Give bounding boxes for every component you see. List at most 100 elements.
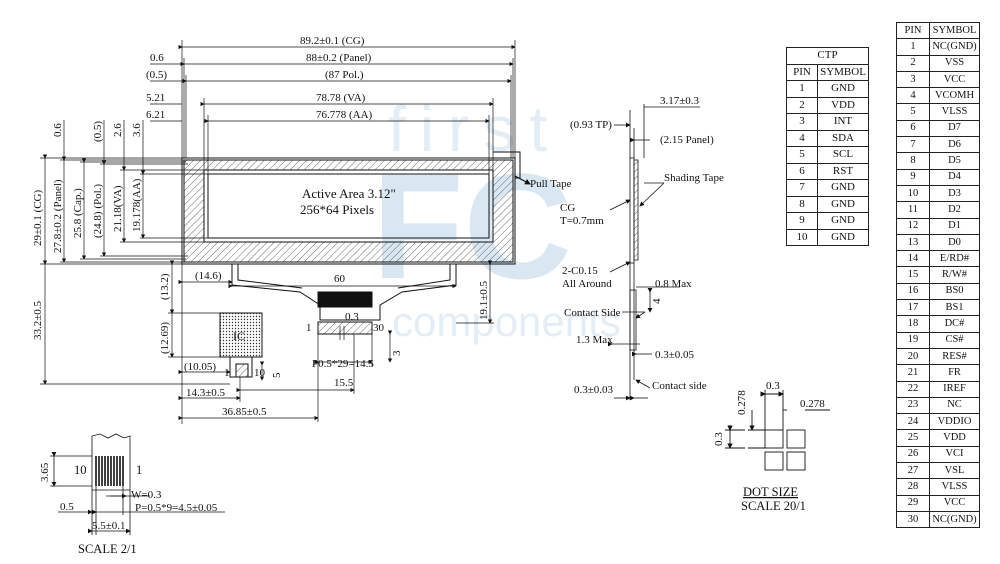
bottom-dimension-lines (178, 260, 494, 424)
fpc-dim-3-65: 3.65 (39, 462, 51, 482)
fpc-detail-texts: 3.65 10 1 W=0.3 P=0.5*9=4.5±0.05 0.5 5.5… (39, 462, 218, 556)
fpc-dim-0-5: 0.5 (60, 501, 74, 513)
side-view (608, 104, 700, 401)
tail-pin-10: 10 (254, 367, 266, 379)
pin-symbol: IREF (929, 380, 980, 398)
pin-number: 16 (896, 282, 930, 301)
pin-symbol: VCC (929, 494, 980, 512)
dot-0-3-h: 0.3 (766, 380, 780, 392)
pin-symbol: D6 (929, 136, 980, 154)
dim-0-3-pitch: 0.3 (345, 311, 359, 323)
top-dimension-texts: 89.2±0.1 (CG) 88±0.2 (Panel) (87 Pol.) 7… (146, 35, 373, 121)
pin-number: 2 (896, 54, 930, 72)
dim-33-2: 33.2±0.5 (32, 300, 44, 340)
pin-number: 15 (896, 266, 930, 284)
pin-symbol: VDD (817, 96, 869, 114)
dim-3-17: 3.17±0.3 (660, 95, 700, 107)
pin-symbol: VCI (929, 445, 980, 464)
fpc-dim-w: W=0.3 (131, 489, 162, 501)
pin-number: 25 (896, 429, 930, 447)
dim-60: 60 (334, 273, 346, 285)
dot-size-scale: SCALE 20/1 (741, 499, 806, 513)
dim-21-18: 21.18(VA) (112, 185, 124, 232)
dim-0-5-left: (0.5) (92, 121, 104, 142)
pin-symbol: R/W# (929, 266, 980, 284)
fpc-detail (50, 433, 225, 535)
dim-0-8-max: 0.8 Max (655, 278, 692, 290)
pin-number: 19 (896, 331, 930, 349)
pin-symbol: D3 (929, 184, 980, 203)
pin-symbol: GND (817, 179, 869, 197)
active-area-outline (203, 169, 494, 243)
pin-number: 10 (896, 184, 930, 203)
dot-size-texts: 0.278 0.3 0.278 0.3 DOT SIZE SCALE 20/1 (713, 380, 825, 513)
dim-2-15-panel: (2.15 Panel) (660, 134, 714, 146)
pin-symbol: SCL (817, 146, 869, 164)
pin-header-pin: PIN (896, 21, 930, 40)
pin-number: 1 (786, 80, 818, 98)
pin-number: 28 (896, 478, 930, 496)
dim-15-5: 15.5 (334, 377, 354, 389)
fpc-pin-1: 1 (306, 322, 312, 334)
pin-number: 7 (896, 136, 930, 154)
pin-number: 6 (786, 162, 818, 180)
active-area-label: Active Area 3.12" (302, 186, 396, 201)
pin-number: 9 (896, 168, 930, 186)
pin-symbol: D4 (929, 168, 980, 186)
pin-number: 3 (896, 70, 930, 89)
contact-side-label-2: Contact side (652, 380, 707, 392)
pin-number: 10 (786, 228, 818, 246)
pin-symbol: D1 (929, 217, 980, 235)
cover-glass-outline (181, 157, 516, 265)
dot-size-detail (725, 390, 830, 471)
pin-header-symbol: SYMBOL (929, 21, 980, 40)
cg-thickness-label: T=0.7mm (560, 215, 604, 227)
pin-number: 4 (786, 129, 818, 147)
pin-symbol: SDA (817, 129, 869, 147)
watermark-components: components (392, 298, 621, 345)
fpc-dim-p: P=0.5*9=4.5±0.05 (135, 502, 218, 514)
front-view (181, 151, 531, 378)
pin-symbol: RST (817, 162, 869, 180)
pin-symbol: GND (817, 195, 869, 213)
dim-0-3-003: 0.3±0.03 (574, 384, 614, 396)
pin-number: 7 (786, 179, 818, 197)
dim-0-6-top: 0.6 (150, 52, 164, 64)
dim-89-2: 89.2±0.1 (CG) (300, 35, 365, 47)
pin-number: 24 (896, 413, 930, 431)
contact-side-label: Contact Side (564, 307, 621, 319)
tail-pin-1: 1 (224, 367, 230, 379)
fpc-detail-pin-1: 1 (136, 463, 142, 477)
pin-number: 26 (896, 445, 930, 464)
side-cg (629, 157, 635, 264)
dim-1-3-max: 1.3 Max (576, 334, 613, 346)
dim-3: 3 (391, 350, 403, 356)
pin-number: 17 (896, 299, 930, 317)
pin-symbol: D2 (929, 201, 980, 219)
fpc-detail-scale: SCALE 2/1 (78, 542, 137, 556)
pin-symbol: NC(GND) (929, 38, 980, 56)
